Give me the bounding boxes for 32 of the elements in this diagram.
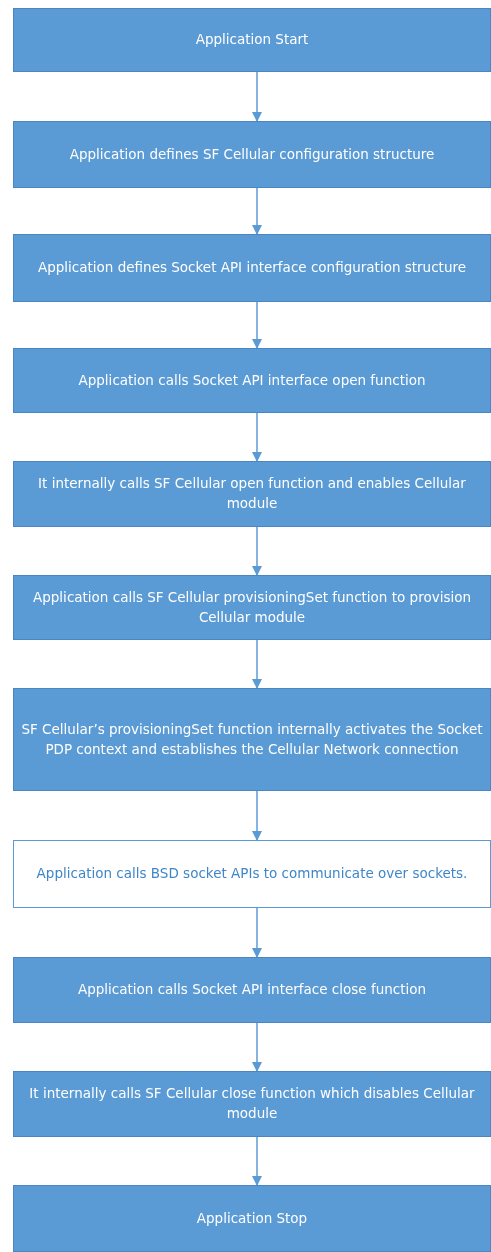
arrow — [252, 301, 262, 349]
process-box — [13, 957, 491, 1023]
arrow — [252, 907, 262, 958]
step-text: It internally calls SF Cellular close function which disables Cellular module — [28, 1084, 476, 1123]
process-box — [13, 688, 491, 791]
process-box — [13, 348, 491, 413]
step-text: Application calls BSD socket APIs to communicate over sockets. — [36, 864, 468, 884]
process-box — [13, 1071, 491, 1137]
terminal-box — [13, 8, 491, 72]
arrow — [252, 1136, 262, 1186]
step-text: SF Cellular’s provisioningSet function internally activates the Socket PDP context and establishes the Cellular Network connection — [20, 719, 484, 759]
process-box — [13, 840, 491, 908]
step-text: Application defines Socket API interface configuration structure — [38, 258, 466, 278]
arrow — [252, 412, 262, 462]
step-text: Application Start — [195, 30, 309, 50]
step-text: Application calls Socket API interface close function — [77, 980, 427, 1000]
process-box — [13, 461, 491, 527]
step-text: Application Stop — [196, 1208, 308, 1228]
arrow — [252, 790, 262, 841]
process-box — [13, 121, 491, 188]
process-box — [13, 575, 491, 640]
arrow — [252, 71, 262, 122]
arrow — [252, 187, 262, 235]
terminal-box — [13, 1185, 491, 1252]
step-text: Application calls Socket API interface open function — [78, 370, 426, 390]
step-text: Application calls SF Cellular provisioningSet function to provision Cellular module — [32, 587, 472, 627]
arrow — [252, 1022, 262, 1072]
process-box — [13, 234, 491, 302]
arrow — [252, 639, 262, 689]
step-text: It internally calls SF Cellular open function and enables Cellular module — [37, 474, 467, 513]
arrow — [252, 526, 262, 576]
step-text: Application defines SF Cellular configuration structure — [69, 144, 435, 164]
